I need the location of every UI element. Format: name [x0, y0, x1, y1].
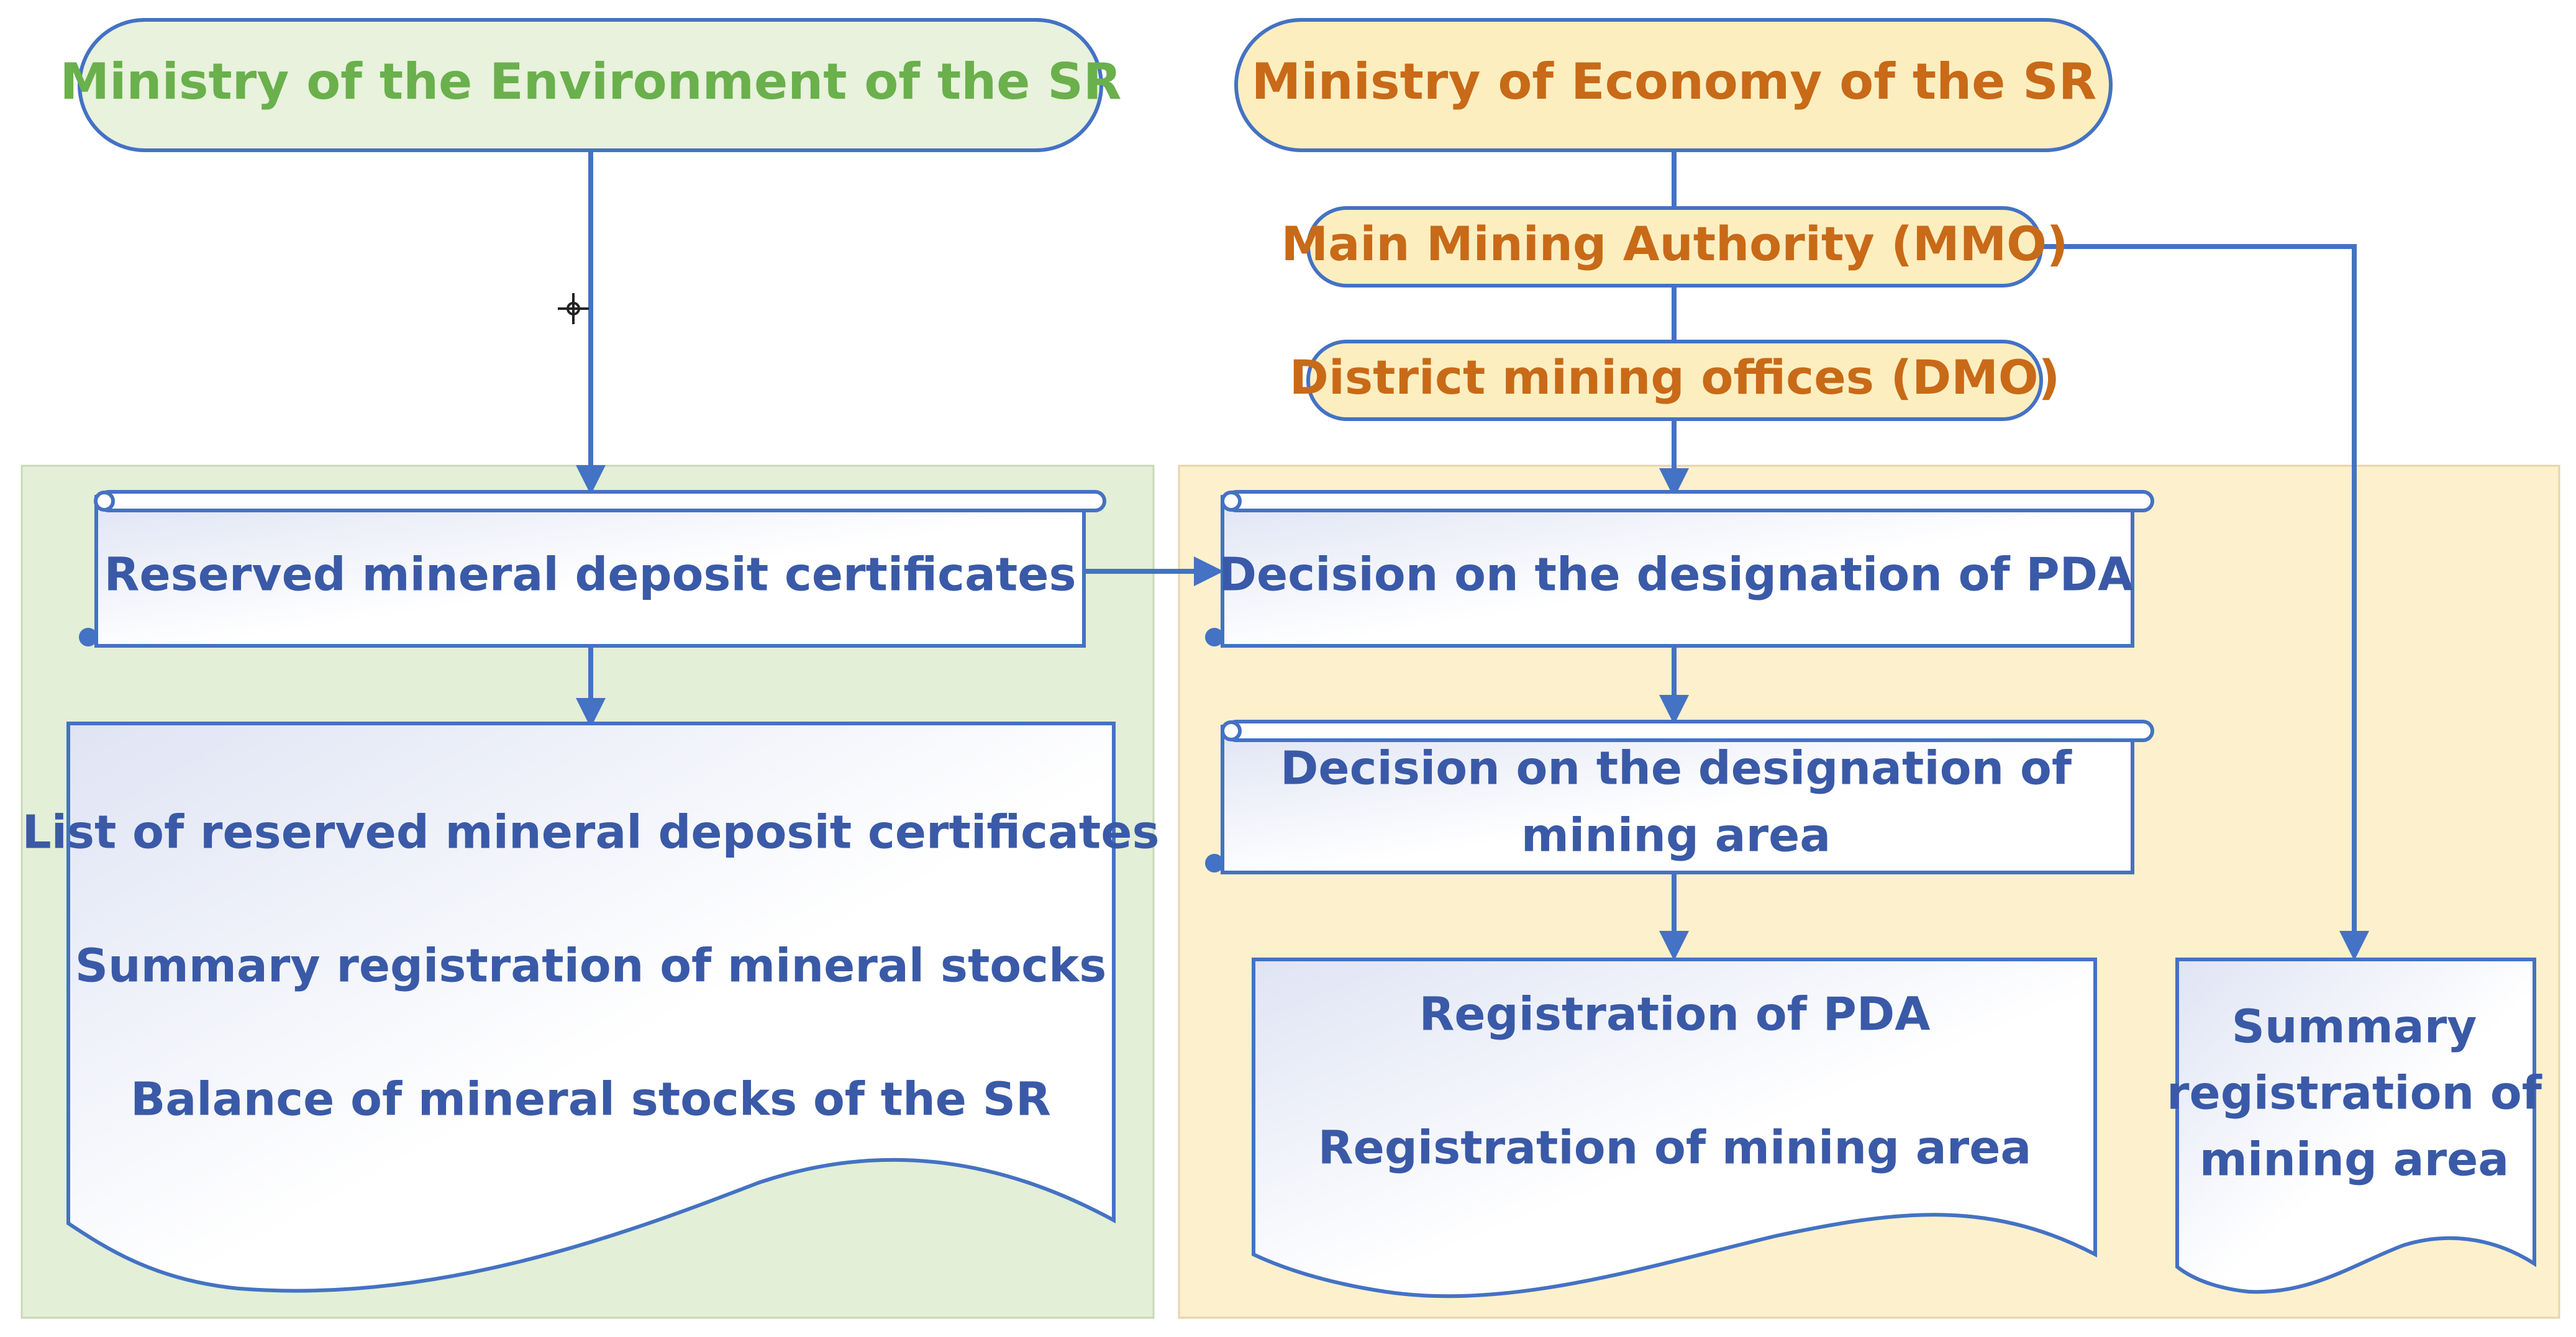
summary-line-2: registration of: [2167, 1067, 2542, 1120]
registration-pda: Registration of PDA: [1419, 988, 1930, 1041]
certificates-scroll: Reserved mineral deposit certificates: [79, 490, 1106, 648]
decision-area-line-1: Decision on the designation of: [1280, 742, 2072, 795]
summary-line-1: Summary: [2232, 1000, 2477, 1054]
environment-output-2: Summary registration of mineral stocks: [75, 940, 1107, 993]
dmo-label: District mining offices (DMO): [1290, 350, 2060, 405]
environment-outputs-document: List of reserved mineral deposit certifi…: [22, 722, 1160, 1293]
environment-output-3: Balance of mineral stocks of the SR: [130, 1073, 1051, 1126]
decision-pda-scroll: Decision on the designation of PDA: [1205, 490, 2154, 648]
economy-ministry-node: Ministry of Economy of the SR: [1234, 18, 2113, 152]
registration-mining-area: Registration of mining area: [1318, 1122, 2032, 1175]
crosshair-cursor-icon: [558, 293, 589, 324]
dmo-node: District mining offices (DMO): [1290, 340, 2060, 421]
arrow-mmo-to-summary: [2041, 244, 2369, 961]
economy-ministry-label: Ministry of Economy of the SR: [1252, 53, 2097, 111]
mmo-node: Main Mining Authority (MMO): [1281, 206, 2069, 288]
certificates-label: Reserved mineral deposit certificates: [104, 548, 1076, 602]
summary-document: Summary registration of mining area: [2167, 958, 2542, 1294]
decision-area-line-2: mining area: [1521, 809, 1831, 863]
registrations-document: Registration of PDA Registration of mini…: [1252, 958, 2097, 1298]
decision-area-scroll: Decision on the designation of mining ar…: [1205, 720, 2154, 874]
environment-output-1: List of reserved mineral deposit certifi…: [22, 806, 1159, 859]
decision-pda-label: Decision on the designation of PDA: [1219, 548, 2134, 602]
summary-line-3: mining area: [2200, 1133, 2510, 1187]
environment-ministry-label: Ministry of the Environment of the SR: [60, 53, 1122, 111]
environment-ministry-node: Ministry of the Environment of the SR: [60, 18, 1122, 152]
mmo-label: Main Mining Authority (MMO): [1281, 216, 2068, 271]
